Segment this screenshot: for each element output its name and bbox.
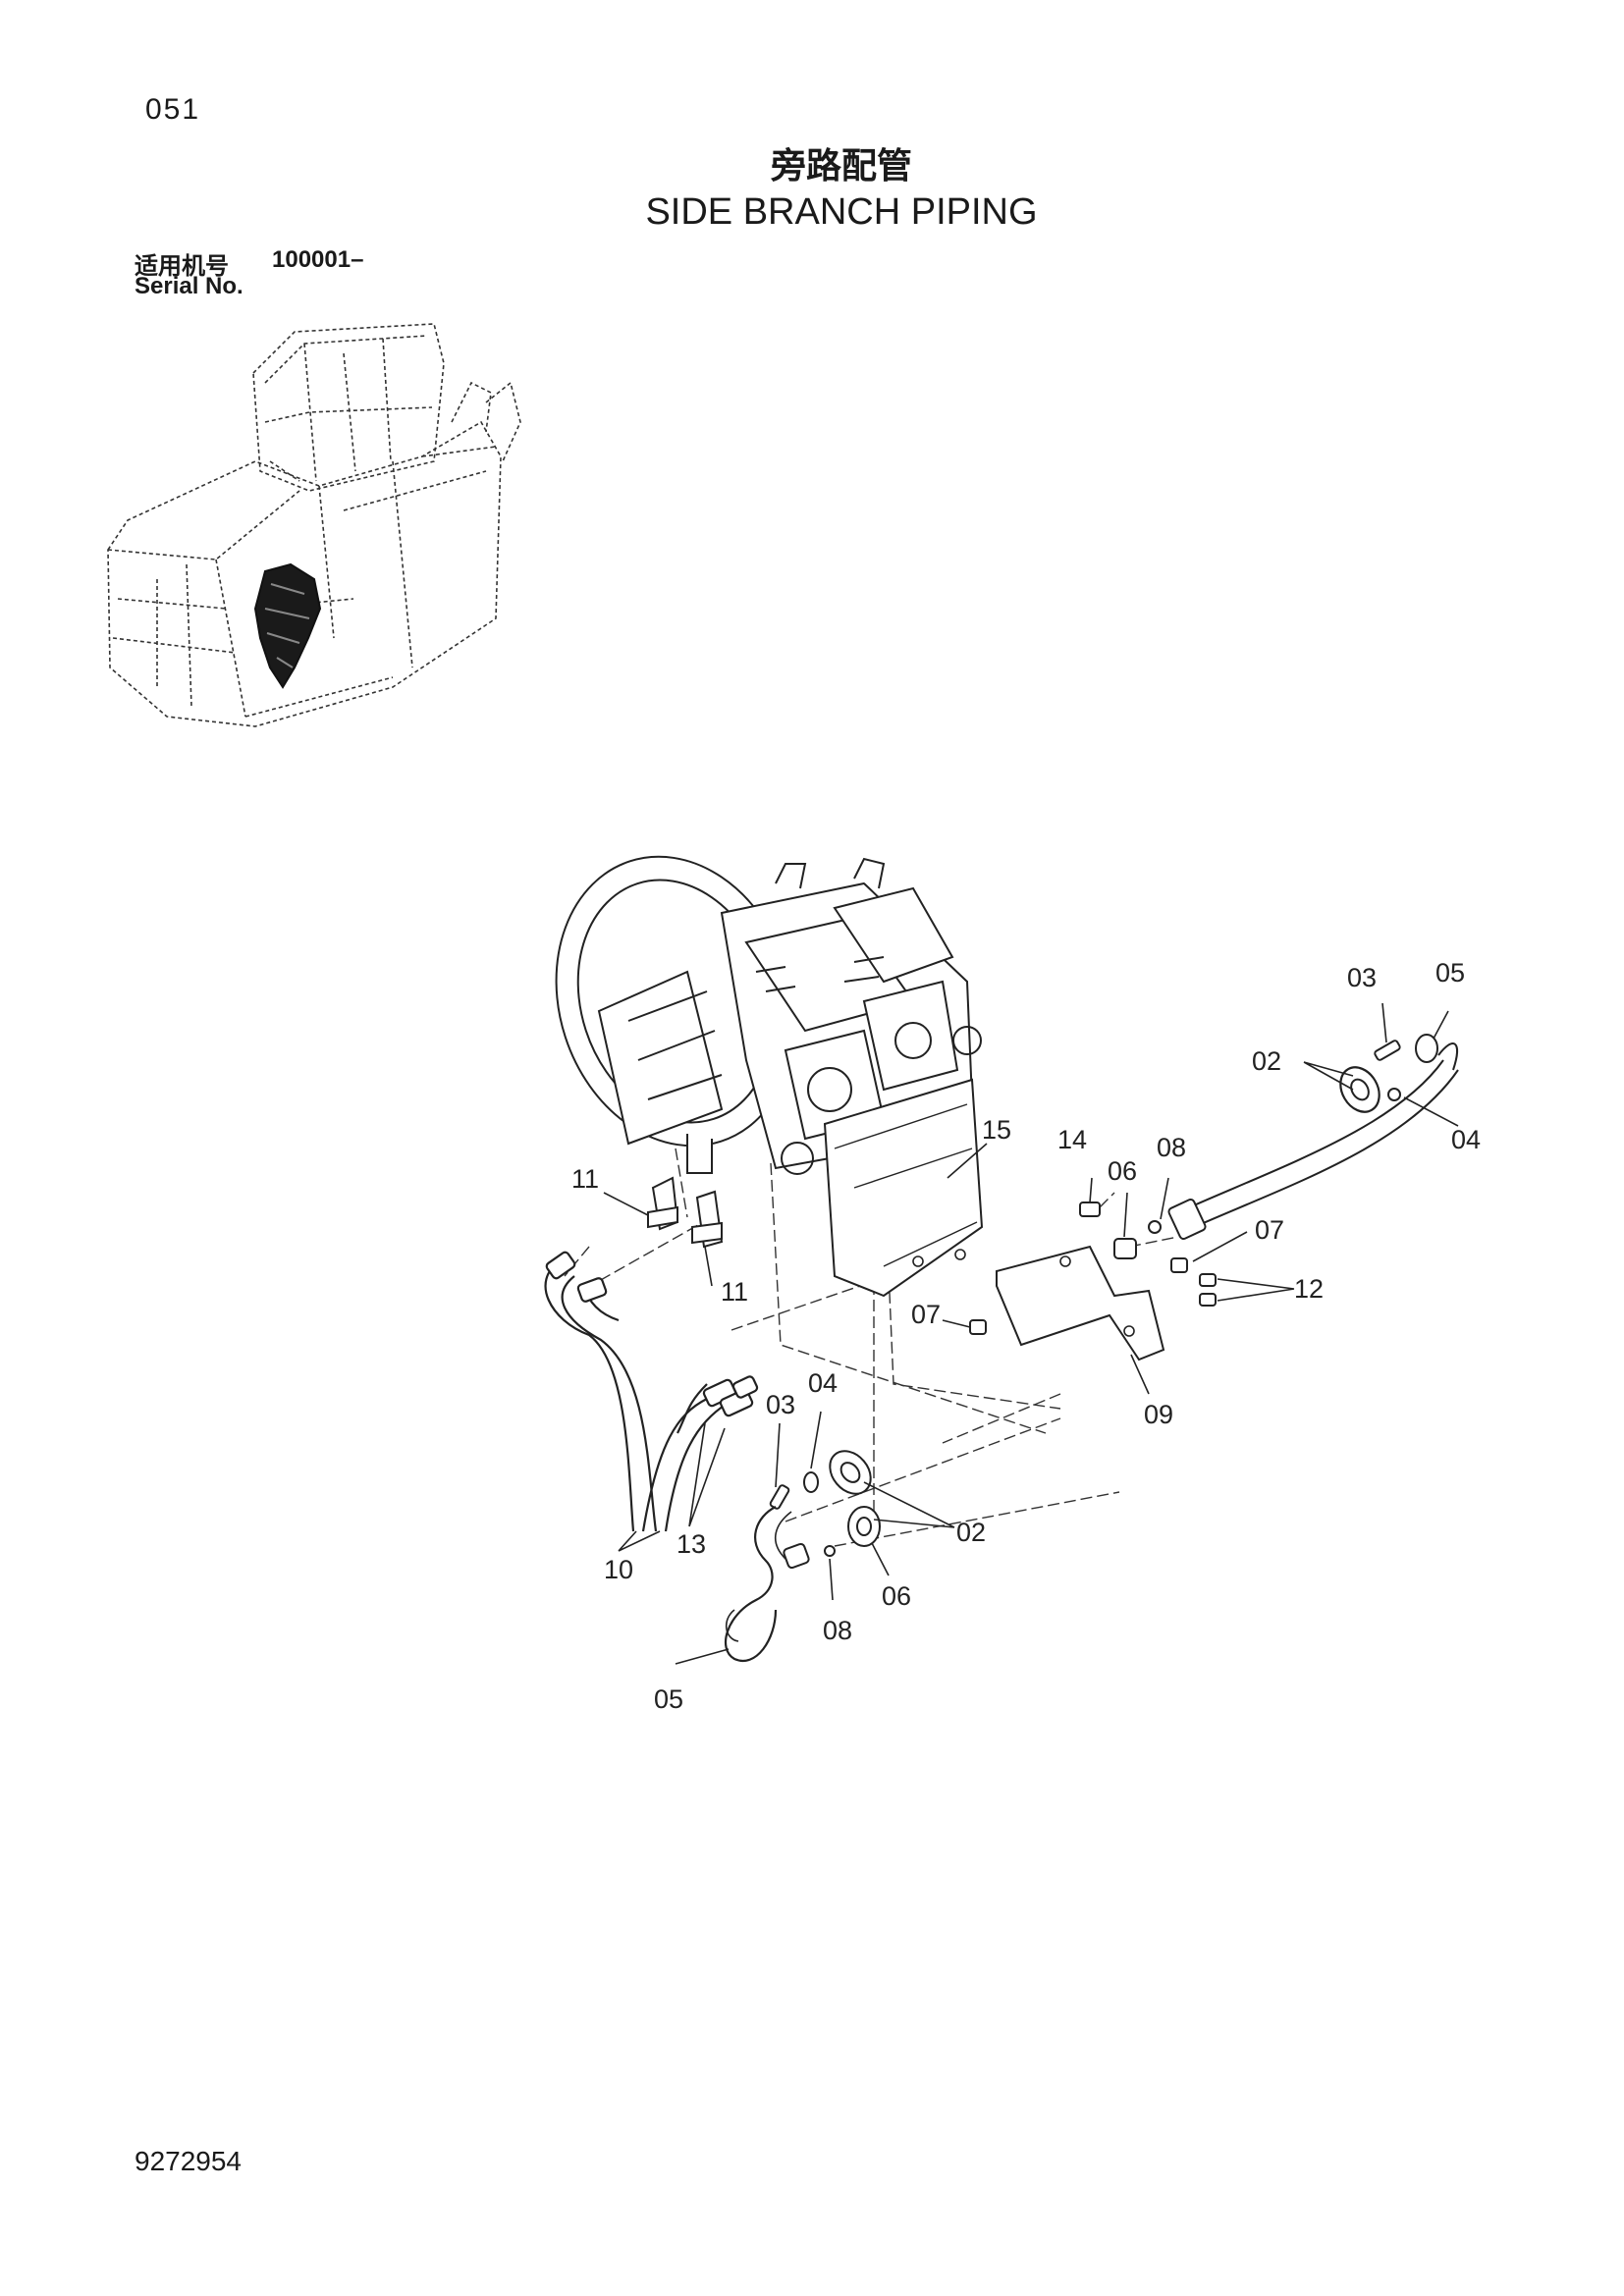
callout-05-top: 05 — [1435, 958, 1465, 988]
callout-06-bottom: 06 — [882, 1581, 911, 1611]
callout-11-left: 11 — [571, 1164, 599, 1194]
callout-leaders — [603, 1002, 1459, 1665]
bolt-14 — [1079, 1201, 1101, 1217]
bracket-09 — [996, 1245, 1165, 1362]
hose-04-upper — [1167, 1042, 1459, 1241]
bolt-03-bottom — [769, 1484, 790, 1510]
o-ring-04-bottom — [803, 1471, 819, 1493]
split-flange-02-bottom-a — [829, 1450, 872, 1495]
callout-07-left: 07 — [911, 1300, 941, 1329]
hoses-13 — [641, 1375, 759, 1532]
callout-07-right: 07 — [1255, 1215, 1284, 1245]
callout-03-bottom: 03 — [766, 1390, 795, 1419]
upper-body-outline — [107, 420, 502, 727]
bolt-07-left — [969, 1319, 987, 1335]
elbow-pipe-05-bottom — [725, 1506, 778, 1662]
serial-number-value: 100001– — [272, 246, 364, 273]
callout-06-top: 06 — [1108, 1156, 1137, 1186]
pump-housing-left — [597, 970, 724, 1146]
callout-11-right: 11 — [721, 1277, 748, 1307]
callout-05-bottom: 05 — [654, 1684, 683, 1714]
callout-15: 15 — [982, 1115, 1011, 1145]
regulator-block-right — [833, 886, 954, 984]
document-number: 9272954 — [135, 2146, 243, 2176]
bolt-03-top — [1374, 1040, 1401, 1061]
serial-label-chinese: 适用机号 — [135, 252, 229, 280]
callout-04-bottom: 04 — [808, 1368, 838, 1398]
bracket-15 — [823, 1078, 984, 1298]
split-flange-02-top — [1339, 1066, 1380, 1113]
callout-02-bottom: 02 — [956, 1518, 986, 1547]
cab-outline — [252, 323, 445, 492]
adapter-06-bottom — [847, 1506, 881, 1547]
bolt-07-right — [1170, 1257, 1188, 1273]
o-ring-04-top — [1387, 1088, 1401, 1101]
callout-04-top: 04 — [1451, 1125, 1481, 1154]
callout-08-top: 08 — [1157, 1133, 1186, 1162]
adapter-06-top — [1113, 1238, 1137, 1259]
hydraulic-pump-assembly — [555, 855, 982, 1175]
callout-12: 12 — [1294, 1274, 1324, 1304]
serial-label-english: Serial No. — [135, 273, 244, 299]
o-ring-08-top — [1148, 1220, 1162, 1234]
washer-12-a — [1199, 1273, 1217, 1287]
callout-08-bottom: 08 — [823, 1616, 852, 1645]
hoses-10 — [544, 1251, 658, 1532]
pump-port-block — [862, 980, 959, 1092]
o-ring-08-bottom — [824, 1545, 836, 1557]
pump-location-highlight — [253, 562, 322, 689]
elbow-05-top — [1415, 1034, 1438, 1063]
fitting-bottom — [783, 1542, 810, 1570]
callout-10: 10 — [604, 1555, 633, 1584]
callout-14: 14 — [1057, 1125, 1087, 1154]
excavator-location-inset — [107, 323, 521, 727]
washer-12-b — [1199, 1293, 1217, 1307]
callout-02-top: 02 — [1252, 1046, 1281, 1076]
callout-13: 13 — [677, 1529, 706, 1559]
callout-03-top: 03 — [1347, 963, 1377, 992]
title-english: SIDE BRANCH PIPING — [645, 191, 1038, 233]
callout-09: 09 — [1144, 1400, 1173, 1429]
title-chinese: 旁路配管 — [770, 146, 912, 187]
page-number: 051 — [145, 93, 201, 126]
